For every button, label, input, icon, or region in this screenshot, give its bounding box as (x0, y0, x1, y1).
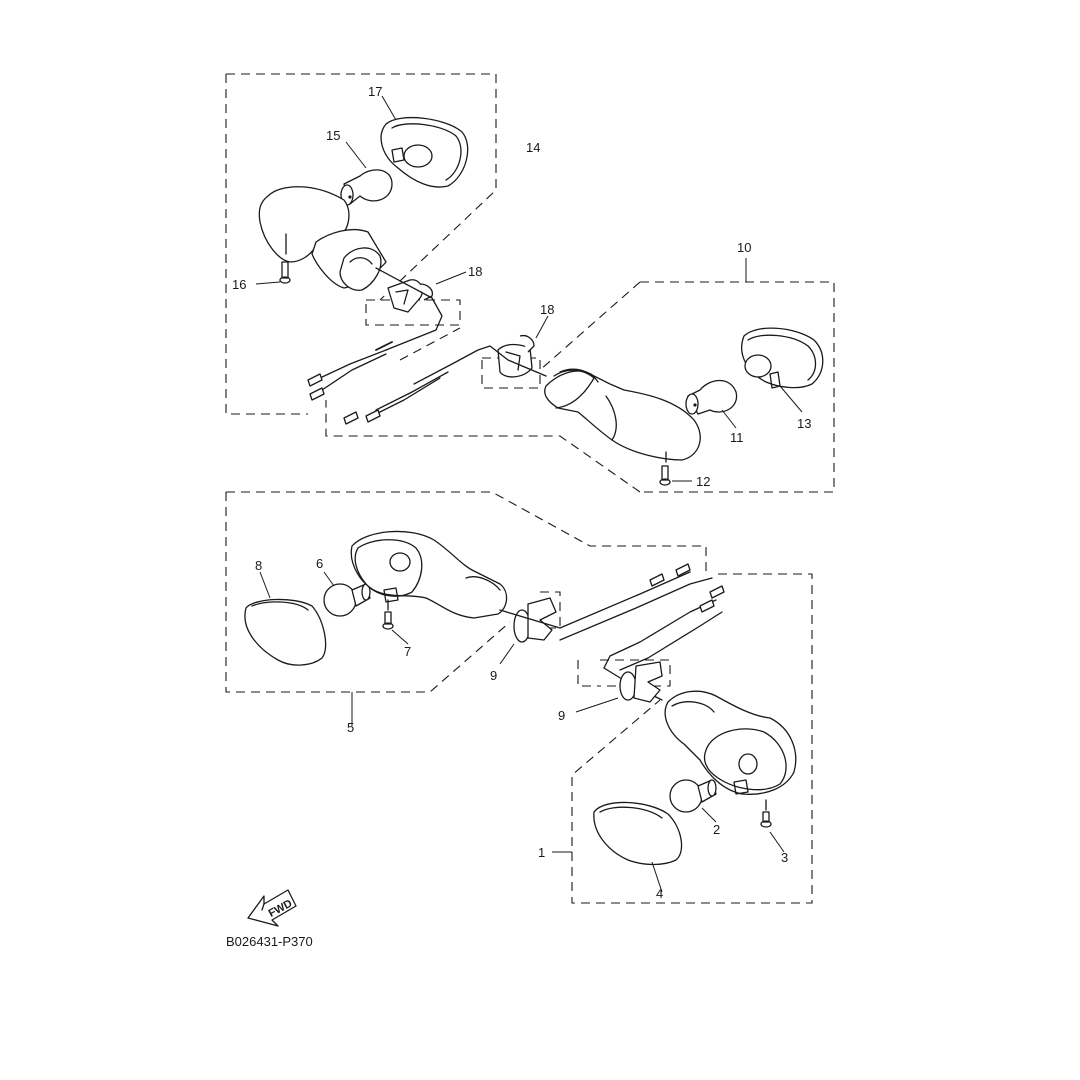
grommet-9-upper (513, 597, 557, 643)
label-9-upper: 9 (490, 668, 497, 683)
wire-harness-10 (343, 345, 547, 425)
grommet-18-lower (497, 334, 535, 378)
diagram-code: B026431-P370 (226, 934, 313, 949)
label-12: 12 (696, 474, 710, 489)
wire-harness-1 (603, 585, 725, 701)
lens-4 (593, 801, 683, 866)
screw-12 (659, 451, 671, 486)
label-2: 2 (713, 822, 720, 837)
label-4: 4 (656, 886, 663, 901)
group-1-boundary (571, 573, 813, 904)
label-1: 1 (538, 845, 545, 860)
bulb-6 (323, 583, 371, 617)
screw-16 (279, 233, 291, 284)
screw-7 (382, 599, 394, 630)
turn-signal-body-1 (664, 690, 797, 795)
wire-harness-14 (307, 267, 443, 401)
label-13: 13 (797, 416, 811, 431)
group-14-boundary (225, 73, 497, 415)
turn-signal-body-10 (544, 368, 701, 461)
callout-labels: 17 15 14 16 18 18 10 11 13 12 8 6 7 9 5 … (232, 84, 811, 901)
lens-17 (380, 116, 469, 188)
label-17: 17 (368, 84, 382, 99)
lens-8 (244, 598, 327, 666)
fwd-arrow-icon: FWD (247, 889, 297, 927)
label-3: 3 (781, 850, 788, 865)
turn-signal-body-14 (258, 186, 387, 291)
label-14: 14 (526, 140, 540, 155)
bulb-11 (685, 379, 738, 415)
label-8: 8 (255, 558, 262, 573)
label-15: 15 (326, 128, 340, 143)
bulb-2 (669, 779, 717, 813)
label-7: 7 (404, 644, 411, 659)
label-9-lower: 9 (558, 708, 565, 723)
label-5: 5 (347, 720, 354, 735)
grommet-18-upper (387, 279, 434, 313)
label-10: 10 (737, 240, 751, 255)
label-11: 11 (730, 430, 744, 445)
screw-3 (760, 799, 772, 828)
label-16: 16 (232, 277, 246, 292)
label-18-upper: 18 (468, 264, 482, 279)
label-6: 6 (316, 556, 323, 571)
leader-lines (255, 95, 803, 893)
bulb-15 (340, 169, 393, 206)
grommet-9-lower (619, 661, 663, 703)
lens-13 (741, 327, 824, 389)
wire-harness-5 (499, 563, 713, 641)
turn-signal-body-5 (350, 530, 508, 619)
label-18-lower: 18 (540, 302, 554, 317)
